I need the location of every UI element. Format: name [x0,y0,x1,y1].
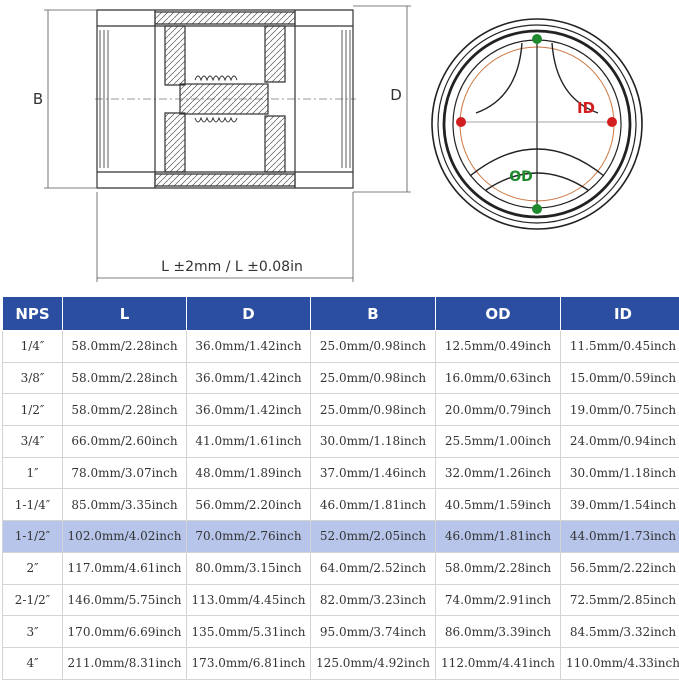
cell-d: 48.0mm/1.89inch [187,457,311,489]
id-label: ID [577,99,595,117]
cell-l: 85.0mm/3.35inch [63,489,187,521]
cell-l: 117.0mm/4.61inch [63,552,187,584]
cell-od: 112.0mm/4.41inch [436,647,561,679]
dimension-lines [44,6,411,282]
od-marker-bottom [532,204,542,214]
cell-nps: 3/8″ [3,362,63,394]
cell-l: 170.0mm/6.69inch [63,616,187,648]
cell-d: 36.0mm/1.42inch [187,362,311,394]
cell-id: 30.0mm/1.18inch [561,457,679,489]
cell-id: 110.0mm/4.33inch [561,647,679,679]
cell-nps: 2″ [3,552,63,584]
column-header-id: ID [561,297,679,331]
cell-l: 58.0mm/2.28inch [63,394,187,426]
cell-l: 66.0mm/2.60inch [63,426,187,458]
cell-b: 37.0mm/1.46inch [311,457,436,489]
column-header-nps: NPS [3,297,63,331]
table-header-row: NPS L D B OD ID [3,297,679,331]
column-header-od: OD [436,297,561,331]
cell-od: 58.0mm/2.28inch [436,552,561,584]
cell-od: 40.5mm/1.59inch [436,489,561,521]
cell-d: 173.0mm/6.81inch [187,647,311,679]
od-label: OD [509,169,533,185]
cell-d: 80.0mm/3.15inch [187,552,311,584]
cell-d: 56.0mm/2.20inch [187,489,311,521]
dimension-length-label: L ±2mm / L ±0.08in [161,259,303,275]
cell-id: 56.5mm/2.22inch [561,552,679,584]
valve-section-view [95,10,356,188]
cell-od: 12.5mm/0.49inch [436,331,561,363]
cell-b: 30.0mm/1.18inch [311,426,436,458]
cell-l: 58.0mm/2.28inch [63,362,187,394]
cell-d: 36.0mm/1.42inch [187,394,311,426]
cell-b: 95.0mm/3.74inch [311,616,436,648]
cell-nps: 1/4″ [3,331,63,363]
cell-id: 19.0mm/0.75inch [561,394,679,426]
cell-nps: 4″ [3,647,63,679]
column-header-d: D [187,297,311,331]
column-header-l: L [63,297,187,331]
cell-id: 44.0mm/1.73inch [561,521,679,553]
cell-d: 113.0mm/4.45inch [187,584,311,616]
cell-od: 20.0mm/0.79inch [436,394,561,426]
cell-nps: 2-1/2″ [3,584,63,616]
cell-l: 78.0mm/3.07inch [63,457,187,489]
cell-nps: 1/2″ [3,394,63,426]
cell-od: 86.0mm/3.39inch [436,616,561,648]
cell-d: 70.0mm/2.76inch [187,521,311,553]
cell-b: 25.0mm/0.98inch [311,331,436,363]
id-marker-right [607,117,617,127]
valve-drawing: B D L ±2mm / L ±0.08in ID OD [0,0,679,296]
cell-d: 41.0mm/1.61inch [187,426,311,458]
dimension-b-label: B [33,90,43,108]
cell-b: 125.0mm/4.92inch [311,647,436,679]
cell-id: 39.0mm/1.54inch [561,489,679,521]
cell-b: 25.0mm/0.98inch [311,362,436,394]
cell-id: 72.5mm/2.85inch [561,584,679,616]
cell-nps: 1-1/2″ [3,521,63,553]
cell-nps: 3″ [3,616,63,648]
cell-b: 46.0mm/1.81inch [311,489,436,521]
cell-od: 32.0mm/1.26inch [436,457,561,489]
cell-nps: 1-1/4″ [3,489,63,521]
dimension-d-label: D [390,86,402,104]
cell-id: 15.0mm/0.59inch [561,362,679,394]
cell-d: 135.0mm/5.31inch [187,616,311,648]
cell-l: 102.0mm/4.02inch [63,521,187,553]
column-header-b: B [311,297,436,331]
id-marker-left [456,117,466,127]
cell-od: 16.0mm/0.63inch [436,362,561,394]
cell-l: 211.0mm/8.31inch [63,647,187,679]
cell-d: 36.0mm/1.42inch [187,331,311,363]
cell-l: 146.0mm/5.75inch [63,584,187,616]
cell-id: 84.5mm/3.32inch [561,616,679,648]
cell-nps: 1″ [3,457,63,489]
cell-nps: 3/4″ [3,426,63,458]
cell-od: 74.0mm/2.91inch [436,584,561,616]
cell-l: 58.0mm/2.28inch [63,331,187,363]
cell-od: 25.5mm/1.00inch [436,426,561,458]
cell-id: 24.0mm/0.94inch [561,426,679,458]
od-marker-top [532,34,542,44]
cell-b: 52.0mm/2.05inch [311,521,436,553]
cell-b: 82.0mm/3.23inch [311,584,436,616]
cell-b: 25.0mm/0.98inch [311,394,436,426]
cell-od: 46.0mm/1.81inch [436,521,561,553]
cell-id: 11.5mm/0.45inch [561,331,679,363]
cell-b: 64.0mm/2.52inch [311,552,436,584]
